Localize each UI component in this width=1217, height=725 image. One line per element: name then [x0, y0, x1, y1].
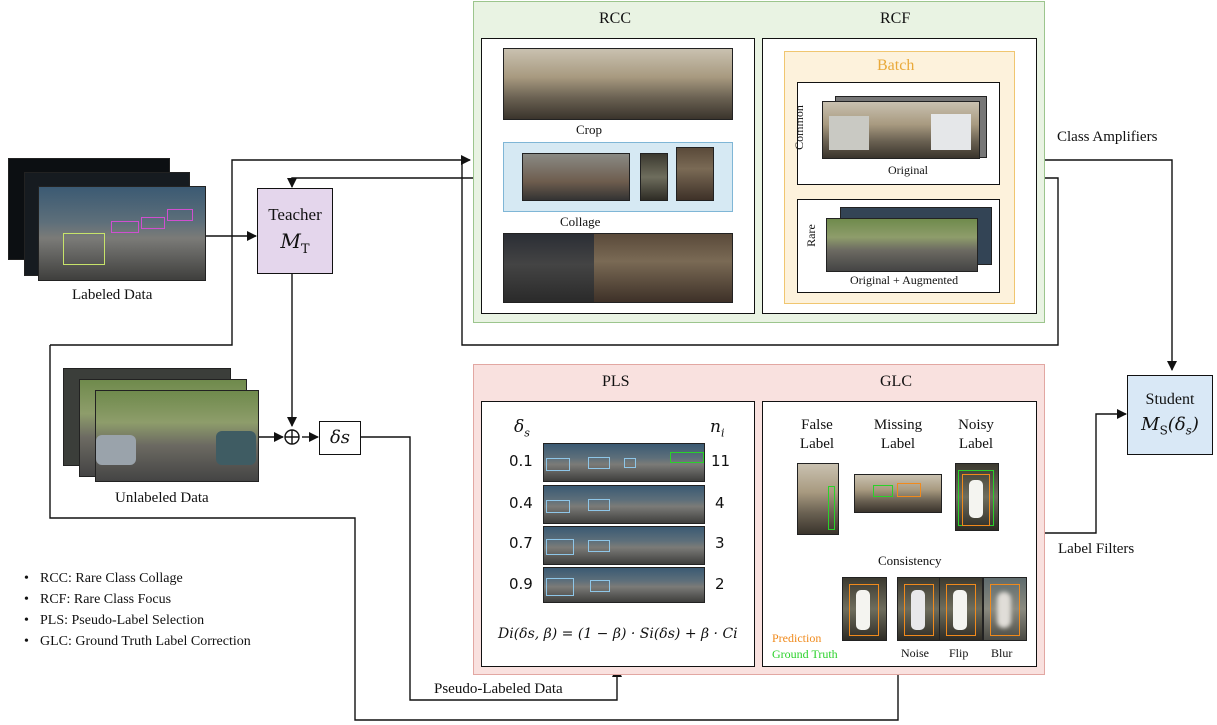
rcc-crop-label: Crop: [576, 122, 602, 137]
pls-row-delta: 0.7: [509, 534, 533, 552]
rcf-common-label: Common: [791, 105, 806, 150]
rcc-crops-strip: [503, 142, 733, 212]
labeled-data-label: Labeled Data: [72, 287, 153, 303]
rcf-rare-label: Rare: [803, 224, 818, 247]
glc-ground-truth-label: Ground Truth: [772, 647, 838, 661]
unlabeled-data-label: Unlabeled Data: [115, 490, 209, 506]
glc-blur-label: Blur: [991, 646, 1013, 660]
rcf-title: RCF: [880, 10, 911, 27]
pls-delta-header: δs: [514, 417, 530, 440]
pls-row-delta: 0.1: [509, 452, 533, 470]
glc-title: GLC: [880, 373, 912, 390]
pls-row-delta: 0.9: [509, 575, 533, 593]
legend-item: PLS: Pseudo-Label Selection: [20, 610, 251, 631]
pls-formula: Di(δs, β) = (1 − β) · Si(δs) + β · Ci: [498, 626, 738, 642]
glc-consistency-label: Consistency: [878, 553, 942, 568]
glc-blur-image: [983, 577, 1027, 641]
pls-row-delta: 0.4: [509, 494, 533, 512]
pls-title: PLS: [602, 373, 630, 390]
glc-false-image: [797, 463, 839, 535]
pls-row-n: 3: [715, 534, 725, 552]
student-formula: MS(δs): [1141, 414, 1199, 438]
rcf-rare-image: [826, 218, 978, 272]
rcc-source-image: [503, 48, 733, 120]
class-amplifiers-label: Class Amplifiers: [1057, 129, 1158, 145]
rcf-original-label: Original: [888, 163, 928, 177]
glc-prediction-image: [842, 577, 887, 641]
glc-noisy-image: [955, 463, 999, 531]
rcc-title: RCC: [599, 10, 632, 27]
teacher-box: Teacher MT: [257, 188, 333, 274]
student-box: Student MS(δs): [1127, 375, 1213, 455]
pls-row-n: 2: [715, 575, 725, 593]
pls-row-n: 11: [711, 452, 731, 470]
legend-item: GLC: Ground Truth Label Correction: [20, 631, 251, 652]
pls-n-header: ni: [710, 417, 725, 440]
rcf-common-image: [822, 101, 980, 159]
teacher-symbol: MT: [280, 229, 310, 257]
pseudo-labeled-data-label: Pseudo-Labeled Data: [432, 681, 565, 698]
pls-row-n: 4: [715, 494, 725, 512]
glc-missing-image: [854, 474, 942, 513]
delta-box: δs: [319, 421, 361, 455]
teacher-title: Teacher: [268, 205, 322, 224]
glc-noise-label: Noise: [901, 646, 929, 660]
glc-prediction-label: Prediction: [772, 631, 822, 645]
legend: RCC: Rare Class Collage RCF: Rare Class …: [20, 568, 251, 652]
legend-item: RCC: Rare Class Collage: [20, 568, 251, 589]
glc-flip-image: [939, 577, 983, 641]
rcf-original-augmented-label: Original + Augmented: [850, 273, 959, 287]
student-title: Student: [1145, 391, 1195, 408]
glc-noise-image: [897, 577, 941, 641]
legend-item: RCF: Rare Class Focus: [20, 589, 251, 610]
rcc-collage-label: Collage: [560, 214, 601, 229]
glc-flip-label: Flip: [949, 646, 969, 660]
rcf-batch-label: Batch: [877, 57, 915, 74]
label-filters-label: Label Filters: [1058, 541, 1135, 557]
rcc-collage-image: [503, 233, 733, 303]
